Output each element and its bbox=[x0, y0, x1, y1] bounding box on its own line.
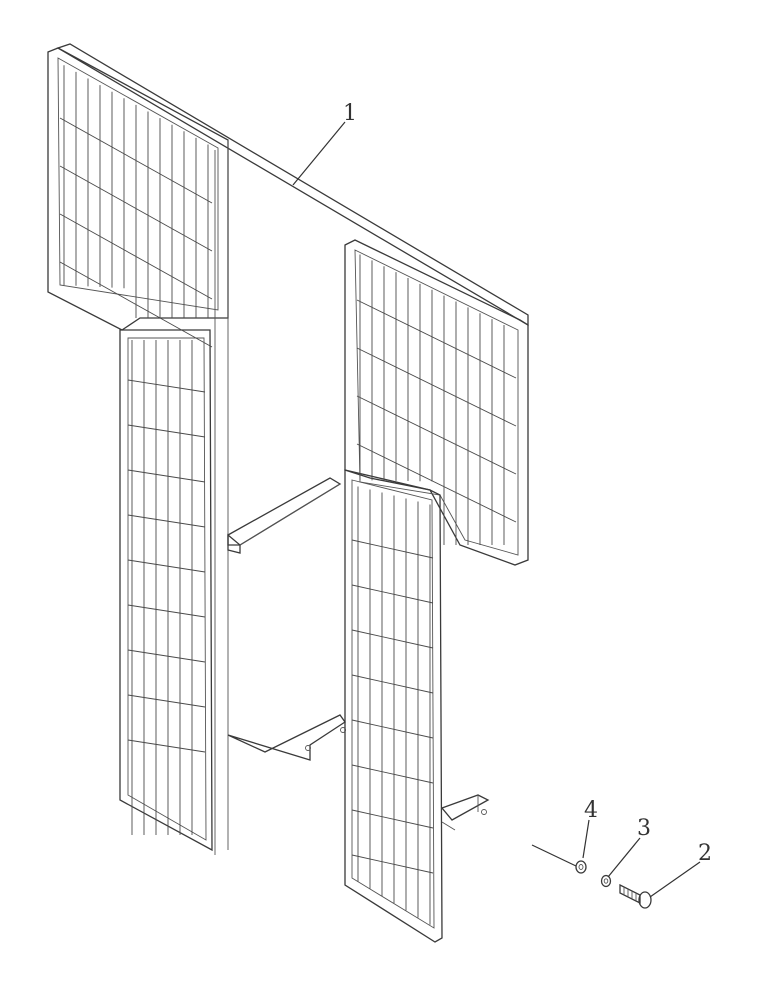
callout-3-leader bbox=[607, 837, 641, 878]
mesh-wire bbox=[351, 584, 434, 604]
mesh-wire bbox=[127, 739, 206, 753]
mesh-wire bbox=[59, 213, 213, 300]
mesh-wire bbox=[351, 674, 434, 694]
callout-3-label: 3 bbox=[637, 816, 651, 841]
mesh-wire bbox=[356, 395, 517, 475]
mesh-wire bbox=[351, 809, 434, 829]
mesh-wire bbox=[59, 261, 213, 348]
mesh-wire bbox=[356, 347, 517, 427]
mesh-wire bbox=[351, 629, 434, 649]
mesh-wire bbox=[127, 469, 206, 483]
mesh-wire bbox=[351, 764, 434, 784]
lower-crossbar bbox=[227, 714, 346, 761]
callout-4-label: 4 bbox=[584, 798, 598, 823]
mesh-wire bbox=[127, 604, 206, 618]
lock-washer-part bbox=[600, 874, 612, 888]
mesh-wire bbox=[59, 165, 213, 252]
mesh-wire bbox=[127, 649, 206, 663]
mesh-wire bbox=[356, 443, 517, 523]
callout-1-label: 1 bbox=[343, 101, 357, 126]
callout-2-label: 2 bbox=[698, 841, 712, 866]
mesh-wire bbox=[59, 117, 213, 204]
mesh-wire bbox=[351, 719, 434, 739]
upper-crossbar bbox=[227, 477, 342, 554]
mesh-wire bbox=[351, 854, 434, 874]
right-lower-leg bbox=[344, 469, 443, 943]
left-lower-leg bbox=[119, 329, 213, 852]
mesh-wire bbox=[127, 694, 206, 708]
washer-part bbox=[575, 860, 587, 874]
right-upper-panel bbox=[344, 239, 529, 566]
mesh-wire bbox=[127, 514, 206, 528]
bolt-part bbox=[619, 883, 652, 909]
mesh-wire bbox=[127, 424, 206, 438]
callout-1-leader bbox=[292, 121, 346, 186]
mounting-bracket bbox=[440, 794, 490, 831]
left-upper-panel bbox=[47, 47, 229, 331]
mesh-wire bbox=[351, 539, 434, 559]
wire-mesh bbox=[59, 65, 517, 925]
callout-2-leader bbox=[649, 861, 701, 898]
mesh-wire bbox=[356, 299, 517, 379]
callout-4-leader bbox=[531, 844, 577, 867]
mesh-wire bbox=[127, 379, 206, 393]
callout-4-pointer bbox=[582, 819, 590, 859]
mesh-wire bbox=[127, 559, 206, 573]
top-rail bbox=[56, 43, 529, 855]
